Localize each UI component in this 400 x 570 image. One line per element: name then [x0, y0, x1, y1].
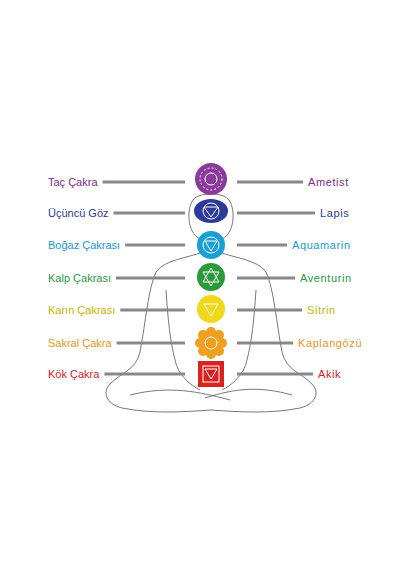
stone-label: Aventurin — [300, 272, 352, 285]
chakra-label: Taç Çakra — [48, 176, 98, 189]
chakra-label: Sakral Çakra — [48, 337, 112, 350]
chakra-label: Kalp Çakrası — [48, 272, 111, 285]
leader-line — [117, 342, 185, 345]
leader-line — [237, 212, 315, 215]
leader-line — [114, 212, 185, 215]
leader-line — [125, 244, 185, 247]
leader-line — [104, 373, 185, 376]
root-chakra-symbol — [198, 361, 224, 387]
leader-line — [103, 181, 185, 184]
chakra-label: Karın Çakrası — [48, 304, 115, 317]
leg-line — [130, 389, 292, 400]
leader-lines — [103, 182, 315, 374]
leader-line — [116, 277, 185, 280]
chakra-label: Kök Çakra — [48, 368, 99, 381]
leader-line — [237, 244, 287, 247]
throat-chakra-symbol — [197, 231, 225, 259]
leader-line — [237, 309, 302, 312]
stone-label: Akik — [318, 368, 341, 381]
stone-label: Aquamarin — [292, 239, 351, 252]
chakra-label: Boğaz Çakrası — [48, 239, 120, 252]
chakra-label: Üçüncü Göz — [48, 207, 109, 220]
leader-line — [237, 181, 303, 184]
third-eye-chakra-symbol — [194, 199, 228, 223]
leader-line — [237, 342, 293, 345]
stone-label: Sitrin — [307, 304, 336, 317]
heart-chakra-symbol — [197, 263, 225, 291]
crown-chakra-symbol — [195, 163, 227, 195]
stone-label: Kaplangözü — [298, 337, 362, 350]
stone-label: Lapis — [320, 207, 349, 220]
stone-label: Ametist — [308, 176, 349, 189]
leader-line — [120, 309, 185, 312]
sacral-chakra-symbol — [195, 327, 227, 359]
solar-plexus-chakra-symbol — [197, 295, 225, 323]
figure-outline — [106, 194, 316, 412]
leader-line — [237, 373, 313, 376]
leader-line — [237, 277, 295, 280]
